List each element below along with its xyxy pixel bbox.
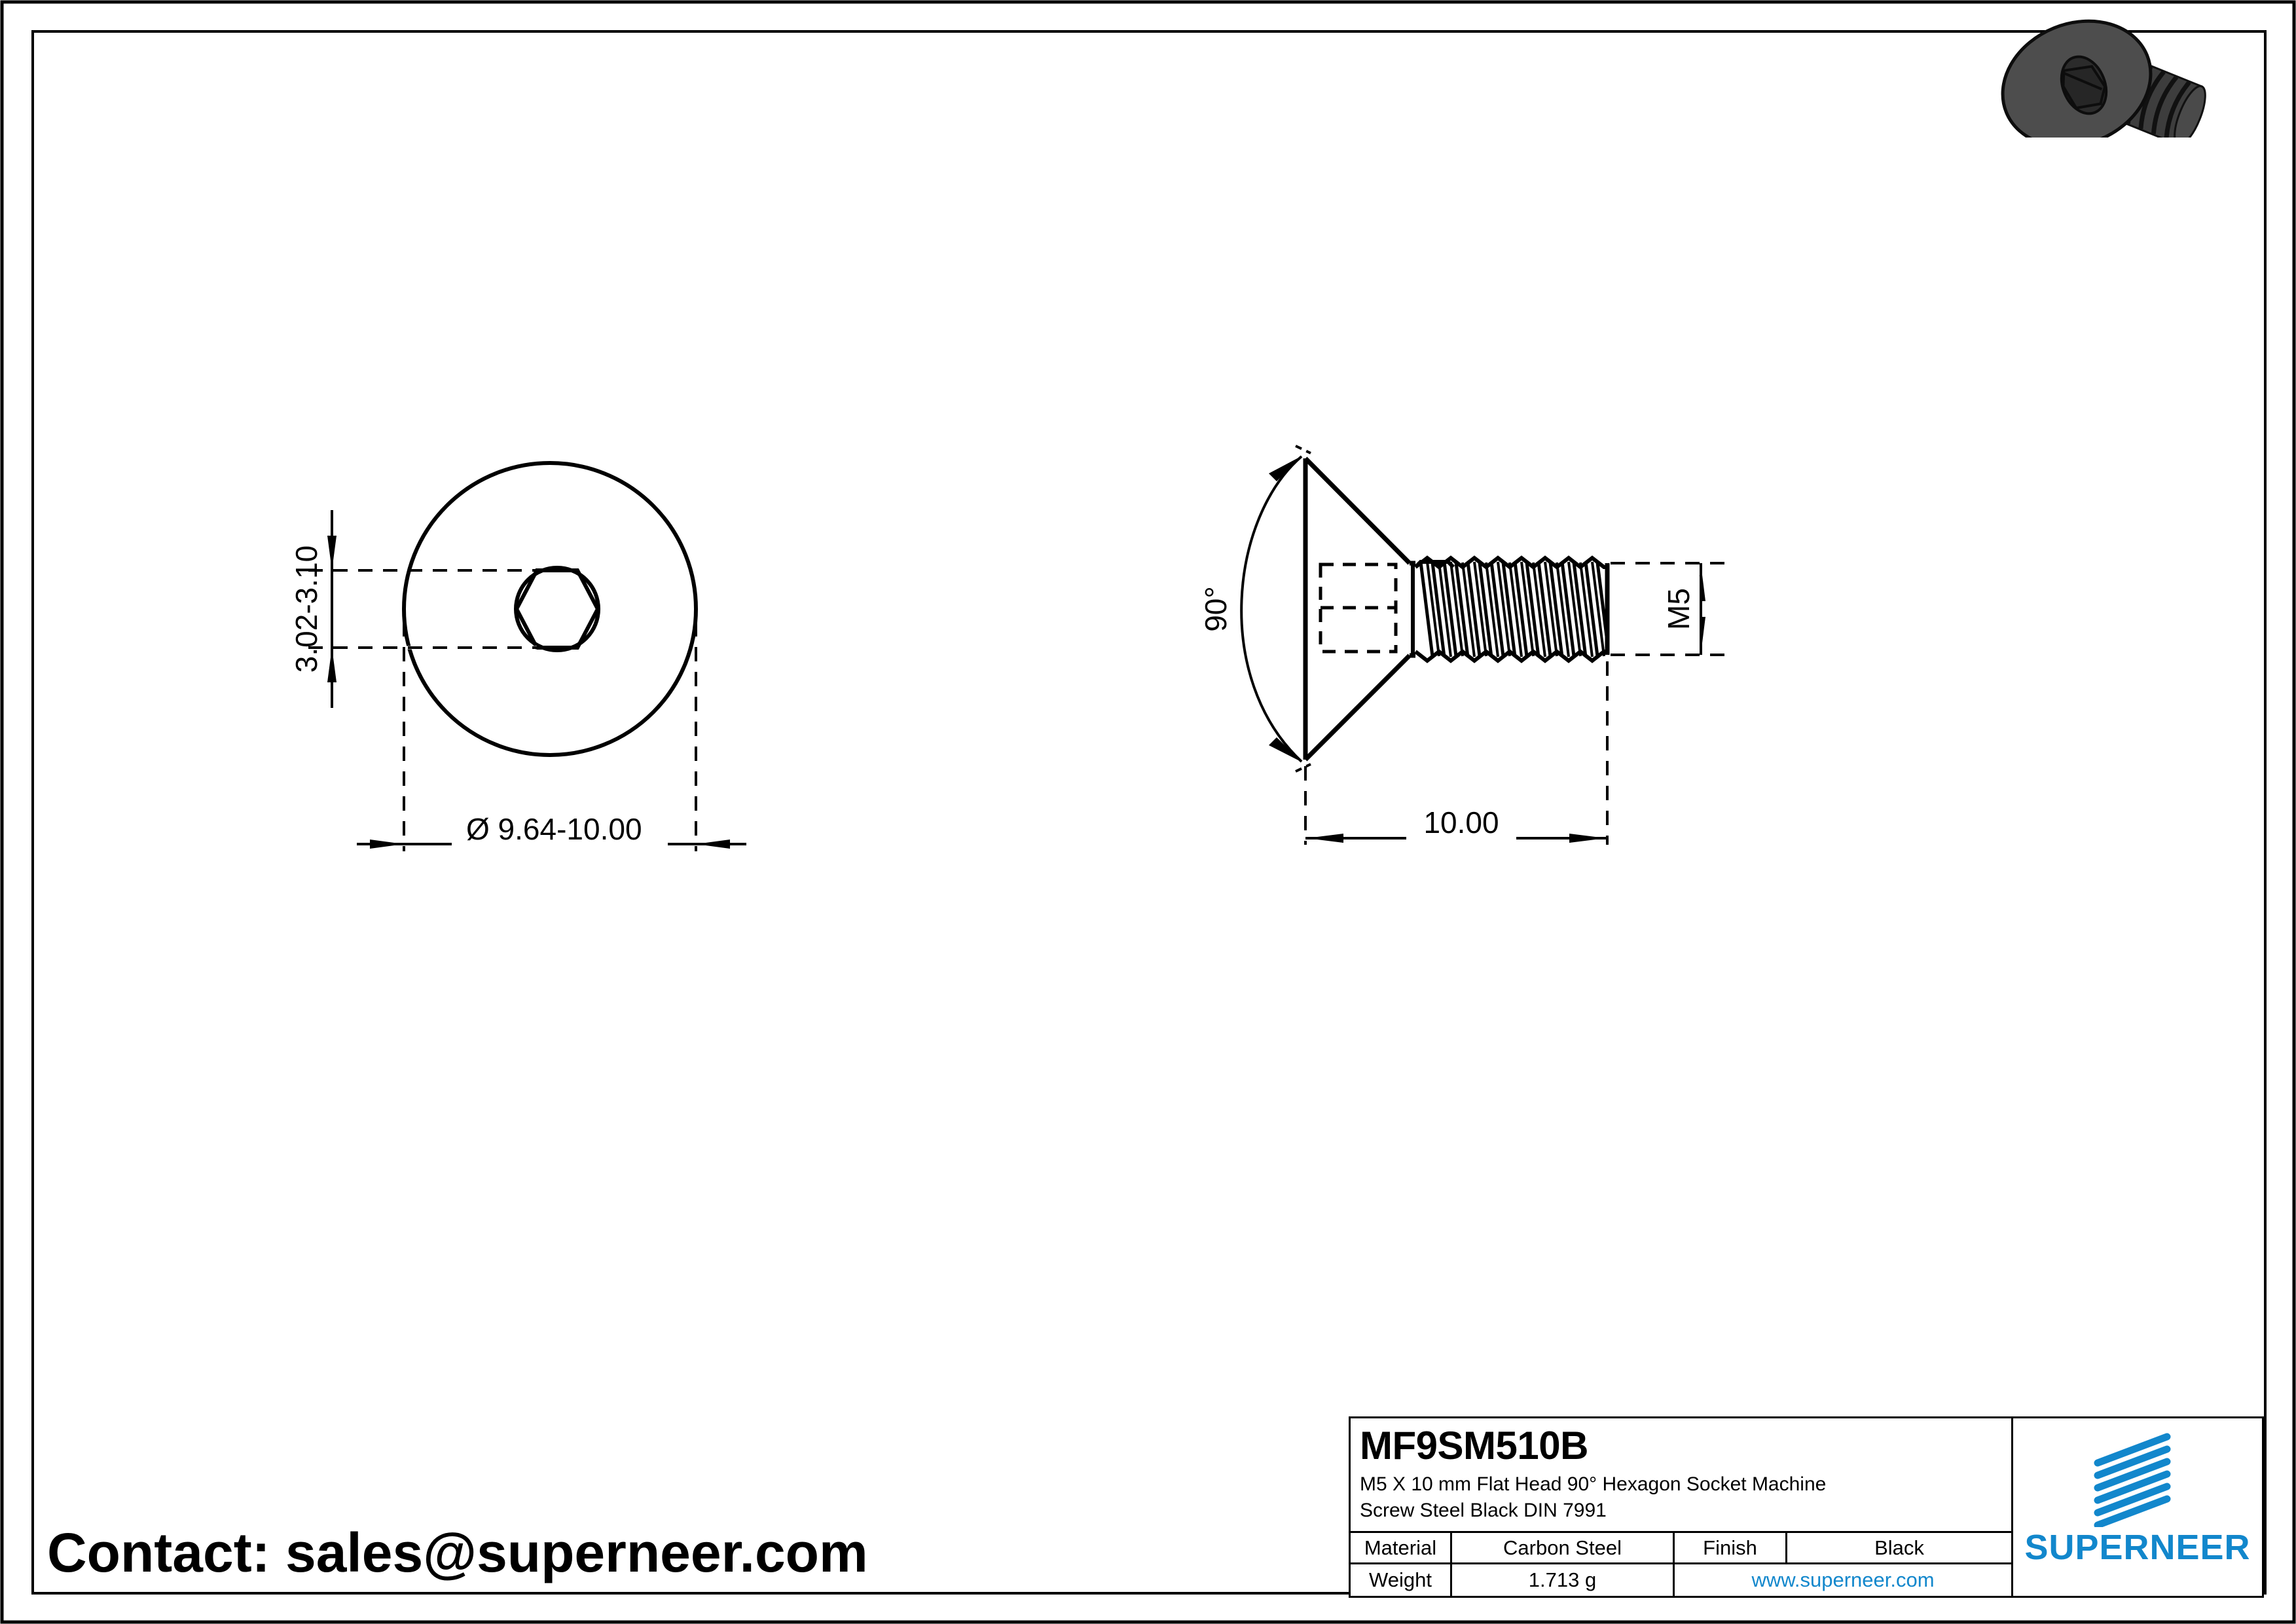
- material-label: Material: [1351, 1533, 1452, 1562]
- weight-label: Weight: [1351, 1564, 1452, 1596]
- length-dim-arrow-right: [1569, 834, 1606, 843]
- angle-arrow-top: [1269, 456, 1302, 481]
- head-dim-arrow-left: [370, 840, 404, 849]
- socket-dim-text: 3.02-3.10: [289, 545, 323, 673]
- title-block: MF9SM510B M5 X 10 mm Flat Head 90° Hexag…: [1349, 1416, 2264, 1598]
- head-dim-text: Ø 9.64-10.00: [466, 812, 642, 846]
- contact-text: Contact: sales@superneer.com: [47, 1522, 868, 1583]
- website-link[interactable]: www.superneer.com: [1751, 1568, 1935, 1591]
- angle-dim-text: 90°: [1199, 586, 1233, 632]
- angle-tick-bottom: [1295, 763, 1311, 773]
- material-value: Carbon Steel: [1452, 1533, 1675, 1562]
- title-block-left: MF9SM510B M5 X 10 mm Flat Head 90° Hexag…: [1351, 1418, 2013, 1596]
- screw-3d-render: [2001, 19, 2206, 138]
- socket-dim-arrow-bottom: [327, 648, 337, 682]
- angle-tick-top: [1295, 445, 1311, 454]
- head-taper-upper: [1303, 456, 1412, 565]
- head-dim-arrow-right: [696, 840, 730, 849]
- head-outline-circle: [402, 461, 698, 757]
- part-number: MF9SM510B: [1360, 1424, 1588, 1467]
- drawing-frame: [31, 30, 2267, 1595]
- part-info-panel: MF9SM510B M5 X 10 mm Flat Head 90° Hexag…: [1351, 1418, 2011, 1533]
- part-description-line-2: Screw Steel Black DIN 7991: [1360, 1499, 1607, 1521]
- length-dim-text: 10.00: [1423, 805, 1499, 840]
- superneer-logo-icon: [2094, 1433, 2171, 1527]
- brand-panel: SUPERNEER: [2013, 1418, 2262, 1596]
- socket-dim-arrow-top: [327, 536, 337, 570]
- part-description-line-1: M5 X 10 mm Flat Head 90° Hexagon Socket …: [1360, 1473, 1827, 1495]
- weight-value: 1.713 g: [1452, 1564, 1675, 1596]
- side-view-geometry: [1303, 456, 1610, 762]
- hex-socket: [514, 568, 600, 650]
- head-taper-lower: [1303, 654, 1412, 762]
- part-description: M5 X 10 mm Flat Head 90° Hexagon Socket …: [1360, 1471, 2002, 1523]
- angle-arrow-bottom: [1269, 737, 1302, 762]
- angle-arc: [1240, 455, 1303, 763]
- finish-value: Black: [1874, 1536, 1924, 1559]
- screw-countersunk-head-3d: [2001, 19, 2153, 138]
- thread-dim-text: M5: [1662, 588, 1696, 630]
- top-view-dimension-lines: 3.02-3.10 Ø 9.64-10.00: [289, 510, 746, 851]
- top-view-geometry: [402, 461, 698, 757]
- thread-shank: [1413, 555, 1610, 663]
- socket-circle: [514, 566, 600, 652]
- length-dim-arrow-left: [1307, 834, 1343, 843]
- finish-label: Finish: [1675, 1533, 1787, 1562]
- side-view-dimension-lines: 90° M5 10.00: [1199, 445, 1724, 845]
- spec-row-material: Material Carbon Steel Finish Black: [1351, 1533, 2011, 1564]
- brand-wordmark: SUPERNEER: [2024, 1528, 2251, 1567]
- spec-row-weight: Weight 1.713 g www.superneer.com: [1351, 1564, 2011, 1596]
